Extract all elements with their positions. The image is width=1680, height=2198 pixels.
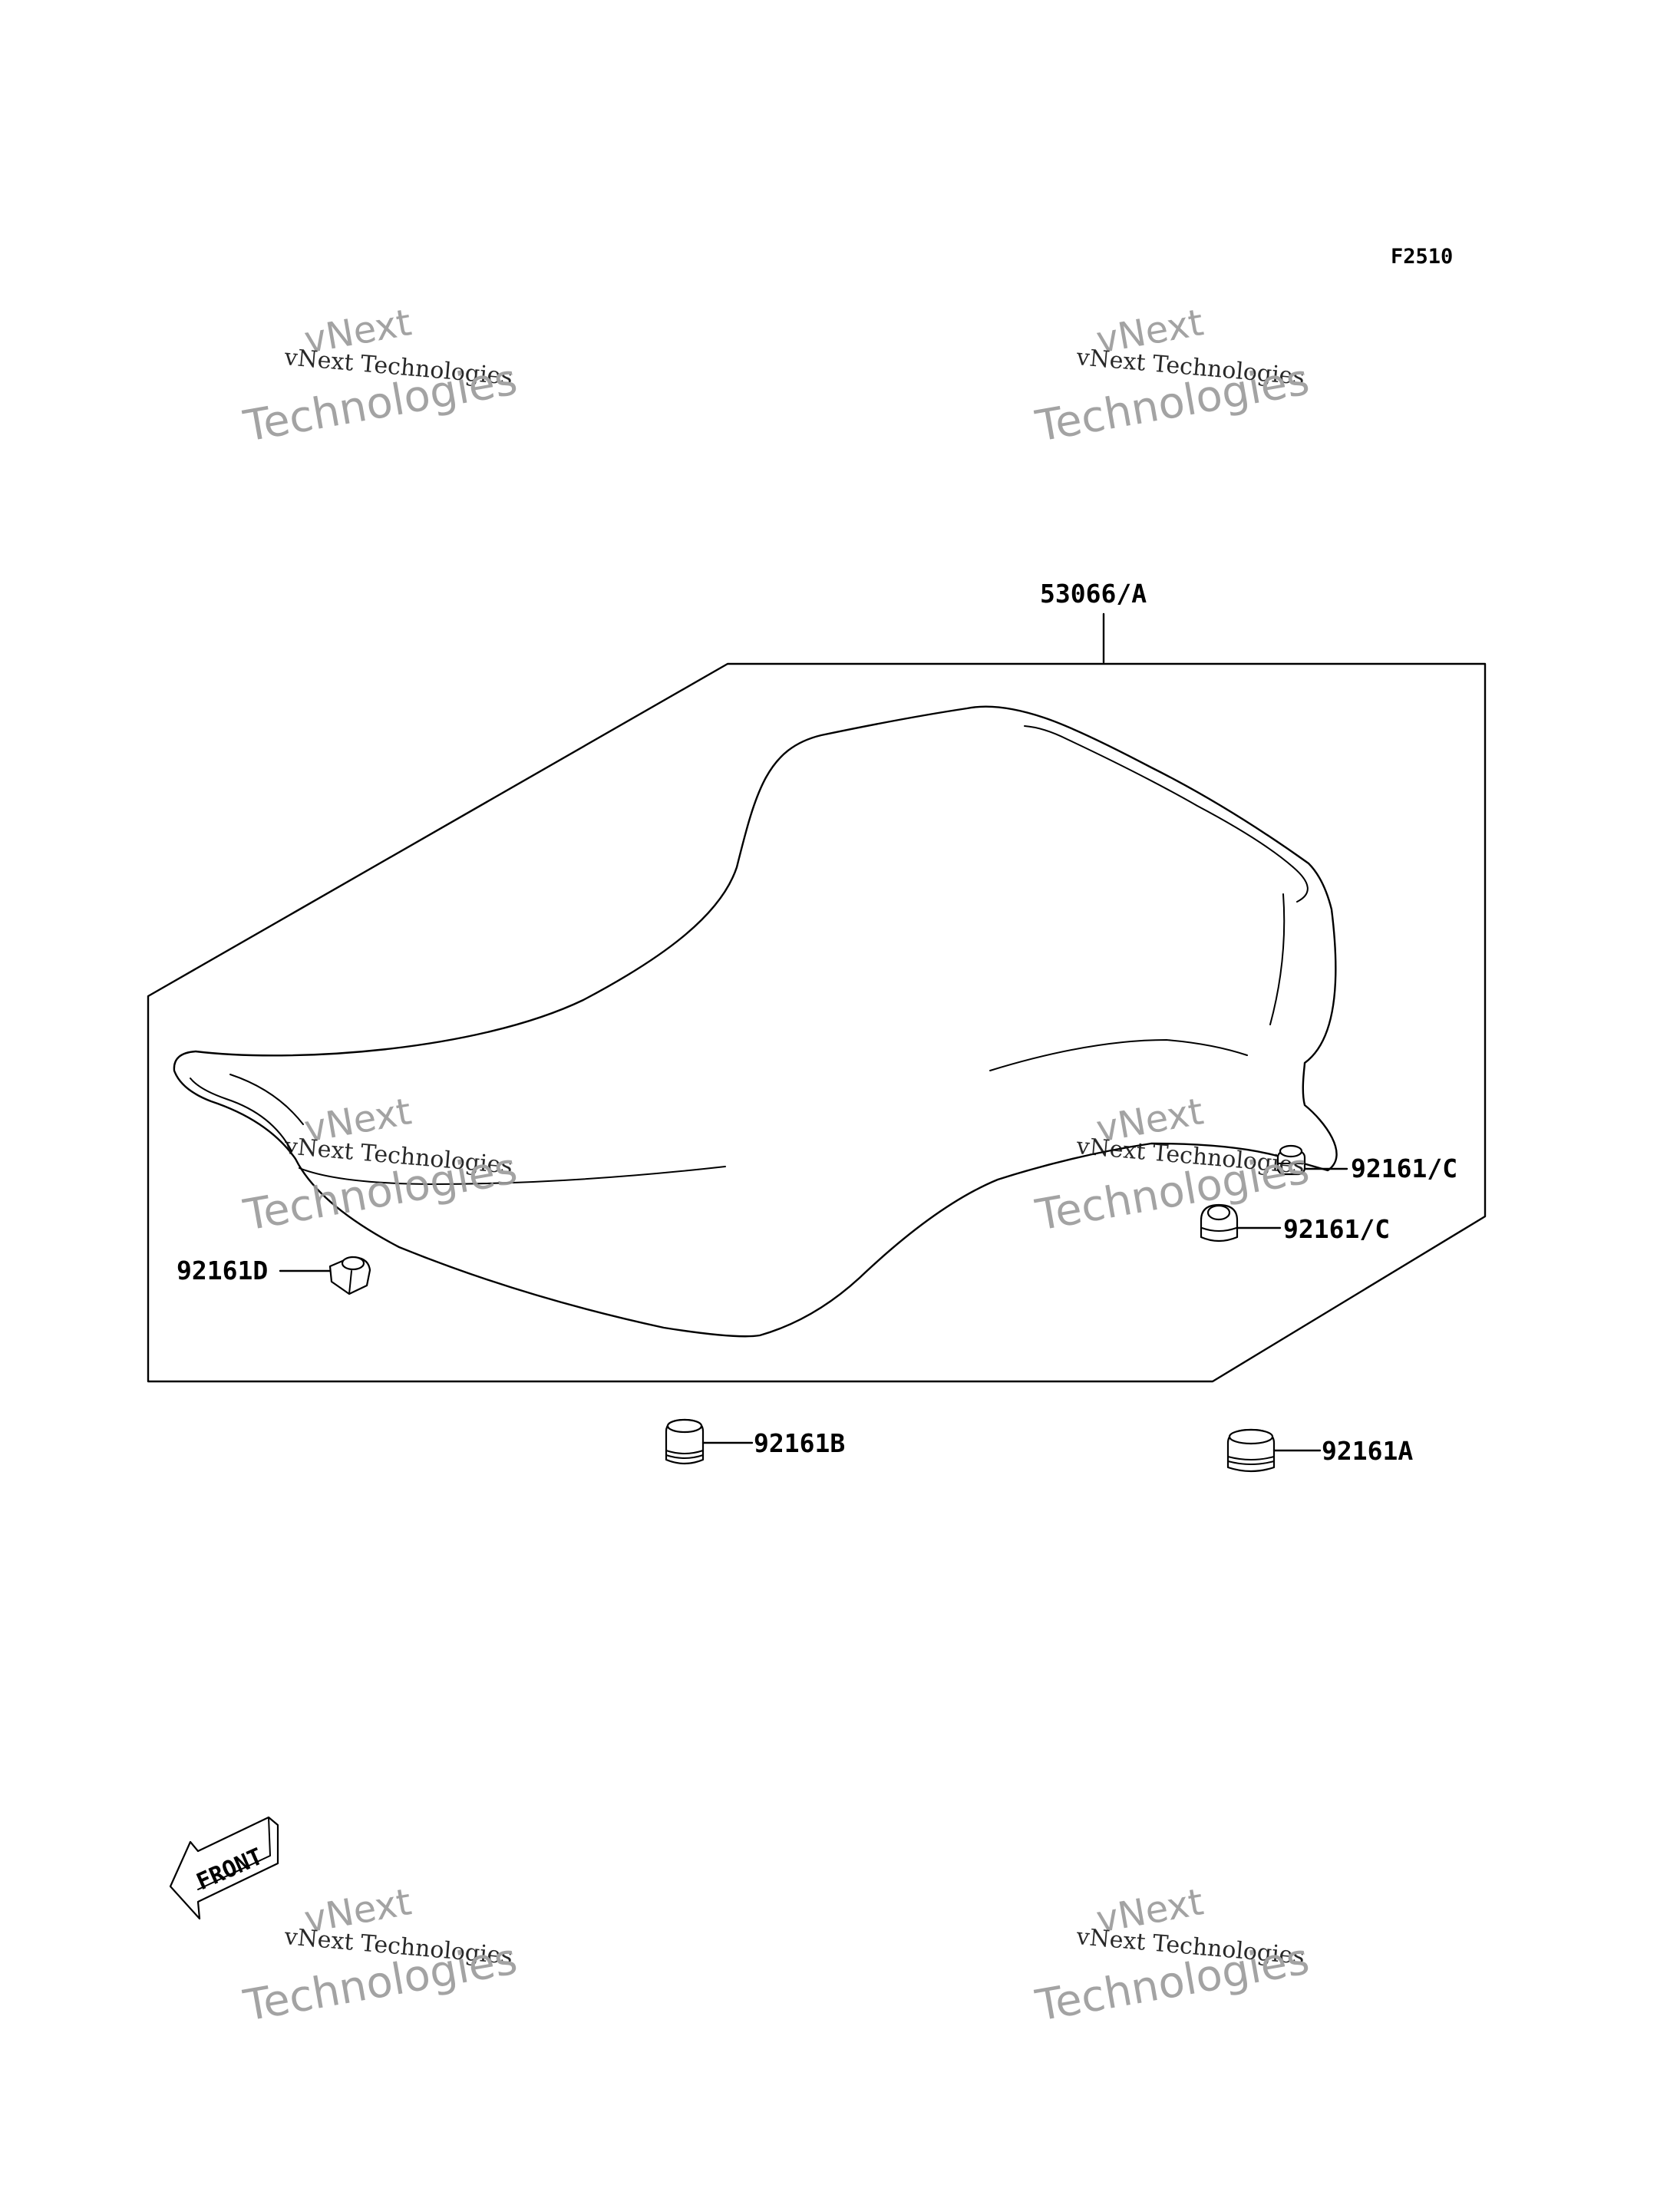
watermark-bottom-right: vNext vNext Technologies Technologies bbox=[1031, 1880, 1313, 2031]
front-arrow-icon: FRONT bbox=[169, 1816, 279, 1920]
watermark-middle-left: vNext vNext Technologies Technologies bbox=[239, 1090, 521, 1241]
watermark-top-left: vNext vNext Technologies Technologies bbox=[239, 301, 521, 452]
damper-b-icon bbox=[665, 1418, 705, 1465]
damper-d-icon bbox=[328, 1256, 371, 1295]
watermark-top-right: vNext vNext Technologies Technologies bbox=[1031, 301, 1313, 452]
damper-c-lower-part-number: 92161/C bbox=[1283, 1214, 1390, 1244]
watermark-middle-right: vNext vNext Technologies Technologies bbox=[1031, 1090, 1313, 1241]
damper-a-icon bbox=[1226, 1428, 1276, 1473]
damper-c-upper-icon bbox=[1276, 1144, 1306, 1176]
figure-code: F2510 bbox=[1391, 245, 1453, 269]
damper-d-part-number: 92161D bbox=[177, 1256, 268, 1285]
damper-c-lower-icon bbox=[1200, 1203, 1239, 1243]
damper-a-part-number: 92161A bbox=[1322, 1436, 1413, 1466]
seat-part-number: 53066/A bbox=[1040, 579, 1147, 609]
damper-b-part-number: 92161B bbox=[754, 1428, 845, 1458]
seat-icon bbox=[173, 705, 1338, 1338]
assembly-frame bbox=[147, 662, 1487, 1383]
damper-c-upper-part-number: 92161/C bbox=[1351, 1153, 1457, 1183]
watermark-bottom-left: vNext vNext Technologies Technologies bbox=[239, 1880, 521, 2031]
